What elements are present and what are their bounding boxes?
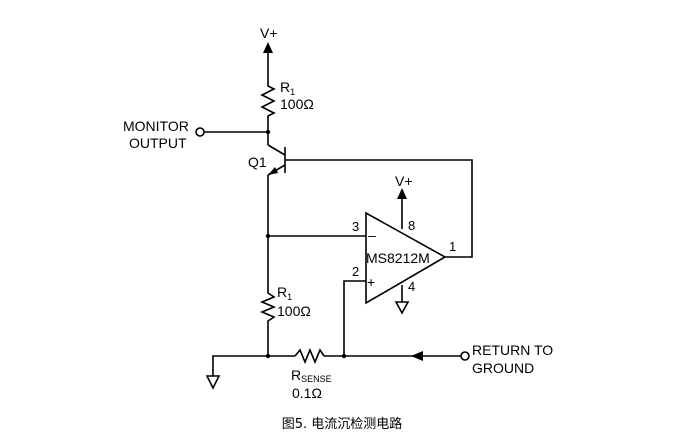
r1-top-value: 100Ω	[280, 96, 314, 112]
rail-ground-symbol	[205, 375, 221, 390]
opamp-ground-symbol	[394, 285, 410, 315]
r1-bottom-label: R1	[277, 284, 292, 302]
return-label-line1: RETURN TO	[472, 342, 553, 358]
pin2-label: 2	[352, 264, 359, 279]
pin4-label: 4	[408, 279, 415, 294]
ground-rail-left	[212, 355, 295, 376]
r1-top-resistor	[260, 80, 276, 132]
pin1-label: 1	[449, 239, 456, 254]
vplus-top-arrow	[263, 42, 273, 80]
vplus-opamp-label: V+	[395, 173, 413, 189]
q1-transistor	[267, 132, 286, 176]
opamp-minus-sign: –	[368, 227, 376, 243]
rail-junction-dot-left	[265, 353, 271, 359]
monitor-output-label-line1: MONITOR	[123, 118, 189, 134]
pin3-label: 3	[352, 219, 359, 234]
non-inverting-input-wire	[343, 280, 366, 356]
rsense-value: 0.1Ω	[292, 385, 322, 401]
return-label-line2: GROUND	[472, 360, 534, 376]
r1-bottom-value: 100Ω	[277, 303, 311, 319]
vplus-top-label: V+	[260, 25, 278, 41]
opamp-triangle	[365, 211, 447, 305]
rail-junction-dot-right	[341, 353, 347, 359]
r1-top-label: R1	[280, 79, 295, 97]
current-direction-arrow	[411, 351, 423, 361]
rsense-resistor	[294, 347, 325, 365]
r1-bottom-resistor	[259, 288, 277, 356]
feedback-wire	[285, 159, 473, 258]
vplus-opamp-arrow	[397, 188, 407, 229]
return-to-ground-terminal[interactable]	[460, 351, 470, 361]
monitor-output-terminal[interactable]	[195, 127, 205, 137]
figure-caption: 图5. 电流沉检测电路	[282, 416, 403, 432]
pin8-label: 8	[408, 218, 415, 233]
rsense-label: RSENSE	[291, 367, 332, 384]
monitor-output-label-line2: OUTPUT	[129, 135, 187, 151]
opamp-name: MS8212M	[366, 250, 430, 266]
opamp-plus-sign: +	[367, 274, 375, 290]
q1-label: Q1	[248, 154, 267, 170]
